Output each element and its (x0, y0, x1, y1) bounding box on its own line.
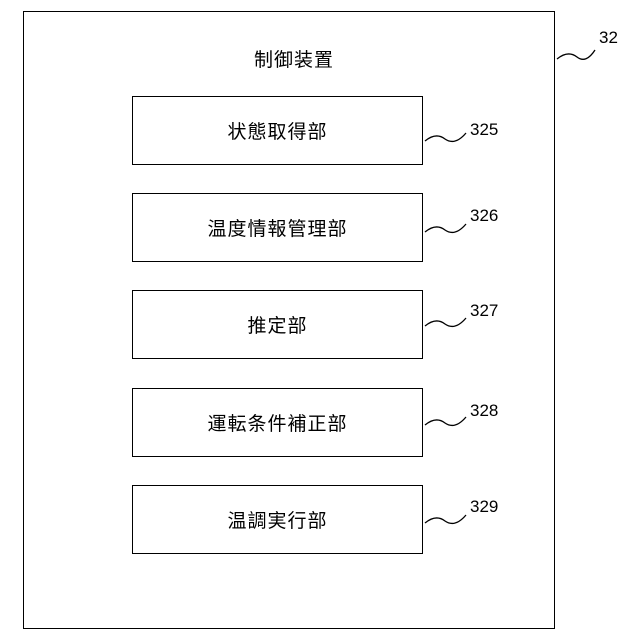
leader-line-device (557, 50, 595, 59)
ref-label-unit-327: 327 (470, 301, 498, 321)
leader-line-unit-325 (425, 133, 466, 141)
leader-line-unit-328 (425, 417, 466, 425)
ref-label-device: 32 (599, 28, 618, 48)
ref-label-unit-325: 325 (470, 120, 498, 140)
leader-line-unit-329 (425, 515, 466, 523)
leader-line-unit-326 (425, 224, 466, 232)
ref-label-unit-326: 326 (470, 206, 498, 226)
ref-label-unit-328: 328 (470, 401, 498, 421)
ref-label-unit-329: 329 (470, 497, 498, 517)
leader-line-unit-327 (425, 318, 466, 326)
